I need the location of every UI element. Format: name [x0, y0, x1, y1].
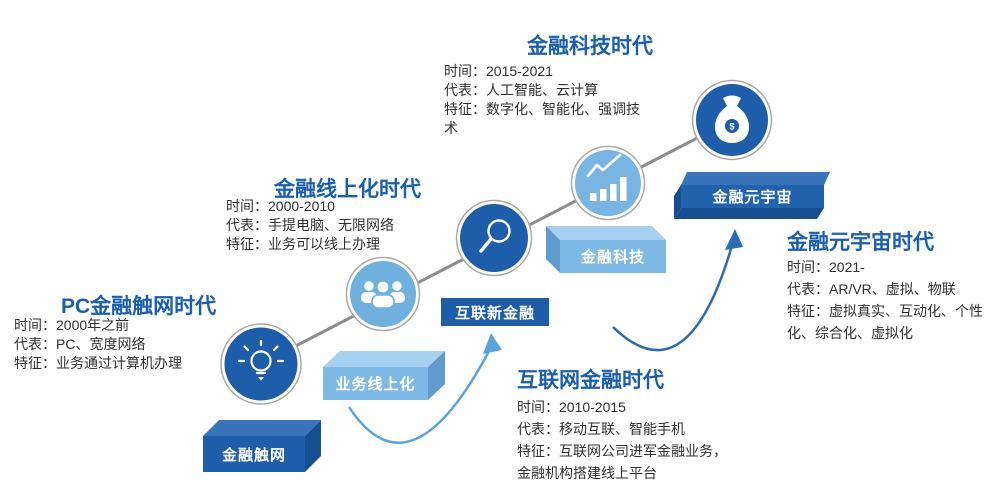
people-icon	[361, 279, 405, 309]
box-label-metaverse: 金融元宇宙	[712, 189, 793, 206]
curved-arrow-dark	[612, 229, 743, 352]
box-jinrong-chuwang	[203, 420, 321, 472]
milestone-circle-metaverse: $	[691, 79, 773, 161]
detail-line: 代表：PC、宽度网络	[14, 336, 146, 352]
milestone-circle-online	[345, 256, 421, 332]
detail-line: 时间：2021-	[787, 259, 865, 275]
era-details-online: 时间：2000-2010 代表：手提电脑、无限网络 特征：业务可以线上办理	[226, 197, 436, 254]
era-title-pc: PC金融触网时代	[61, 295, 217, 318]
detail-line: 特征：业务可以线上办理	[226, 236, 380, 252]
era-title-online: 金融线上化时代	[274, 178, 421, 201]
detail-line: 代表：手提电脑、无限网络	[226, 217, 394, 233]
box-label-online: 业务线上化	[335, 376, 416, 393]
era-title-internet: 互联网金融时代	[517, 369, 664, 392]
moneybag-icon: $	[715, 95, 749, 143]
era-title-metaverse: 金融元宇宙时代	[787, 231, 934, 254]
milestone-circle-fintech	[570, 145, 646, 221]
era-details-pc: 时间：2000年之前 代表：PC、宽度网络 特征：业务通过计算机办理	[14, 316, 234, 373]
box-label-chuwang: 金融触网	[221, 446, 286, 464]
era-details-metaverse: 时间：2021- 代表：AR/VR、虚拟、物联 特征：虚拟真实、互动化、个性化、…	[787, 256, 987, 344]
box-label-hulian: 互联新金融	[454, 304, 535, 322]
box-yewu-xianshanghua	[323, 351, 445, 400]
milestone-circle-pc	[220, 323, 302, 405]
box-jinrong-yuanyuzhou	[674, 172, 830, 219]
detail-line: 代表：人工智能、云计算	[444, 82, 598, 98]
detail-line: 时间：2015-2021	[444, 63, 553, 79]
curved-arrow-light	[347, 333, 502, 444]
dollar-glyph: $	[729, 122, 735, 133]
milestone-circle-internet	[455, 199, 533, 277]
chart-icon	[586, 153, 627, 201]
box-label-fintech: 金融科技	[580, 249, 645, 266]
era-details-internet: 时间：2010-2015 代表：移动互联、智能手机 特征：互联网公司进军金融业务…	[517, 396, 732, 484]
lightbulb-icon	[237, 339, 285, 381]
detail-line: 特征：虚拟真实、互动化、个性化、综合化、虚拟化	[787, 303, 983, 341]
detail-line: 特征：互联网公司进军金融业务，金融机构搭建线上平台	[517, 443, 727, 481]
detail-line: 代表：移动互联、智能手机	[517, 421, 685, 437]
era-title-fintech: 金融科技时代	[527, 35, 653, 58]
box-jinrong-keji	[546, 226, 666, 273]
detail-line: 时间：2000-2010	[226, 198, 335, 214]
box-hulian-xinjinrong	[441, 298, 549, 326]
detail-line: 特征：数字化、智能化、强调技术	[444, 101, 640, 136]
magnifier-icon	[479, 219, 511, 253]
detail-line: 时间：2000年之前	[14, 317, 130, 333]
detail-line: 特征：业务通过计算机办理	[14, 355, 182, 371]
detail-line: 时间：2010-2015	[517, 399, 626, 415]
era-details-fintech: 时间：2015-2021 代表：人工智能、云计算 特征：数字化、智能化、强调技术	[444, 62, 644, 138]
detail-line: 代表：AR/VR、虚拟、物联	[787, 281, 956, 297]
